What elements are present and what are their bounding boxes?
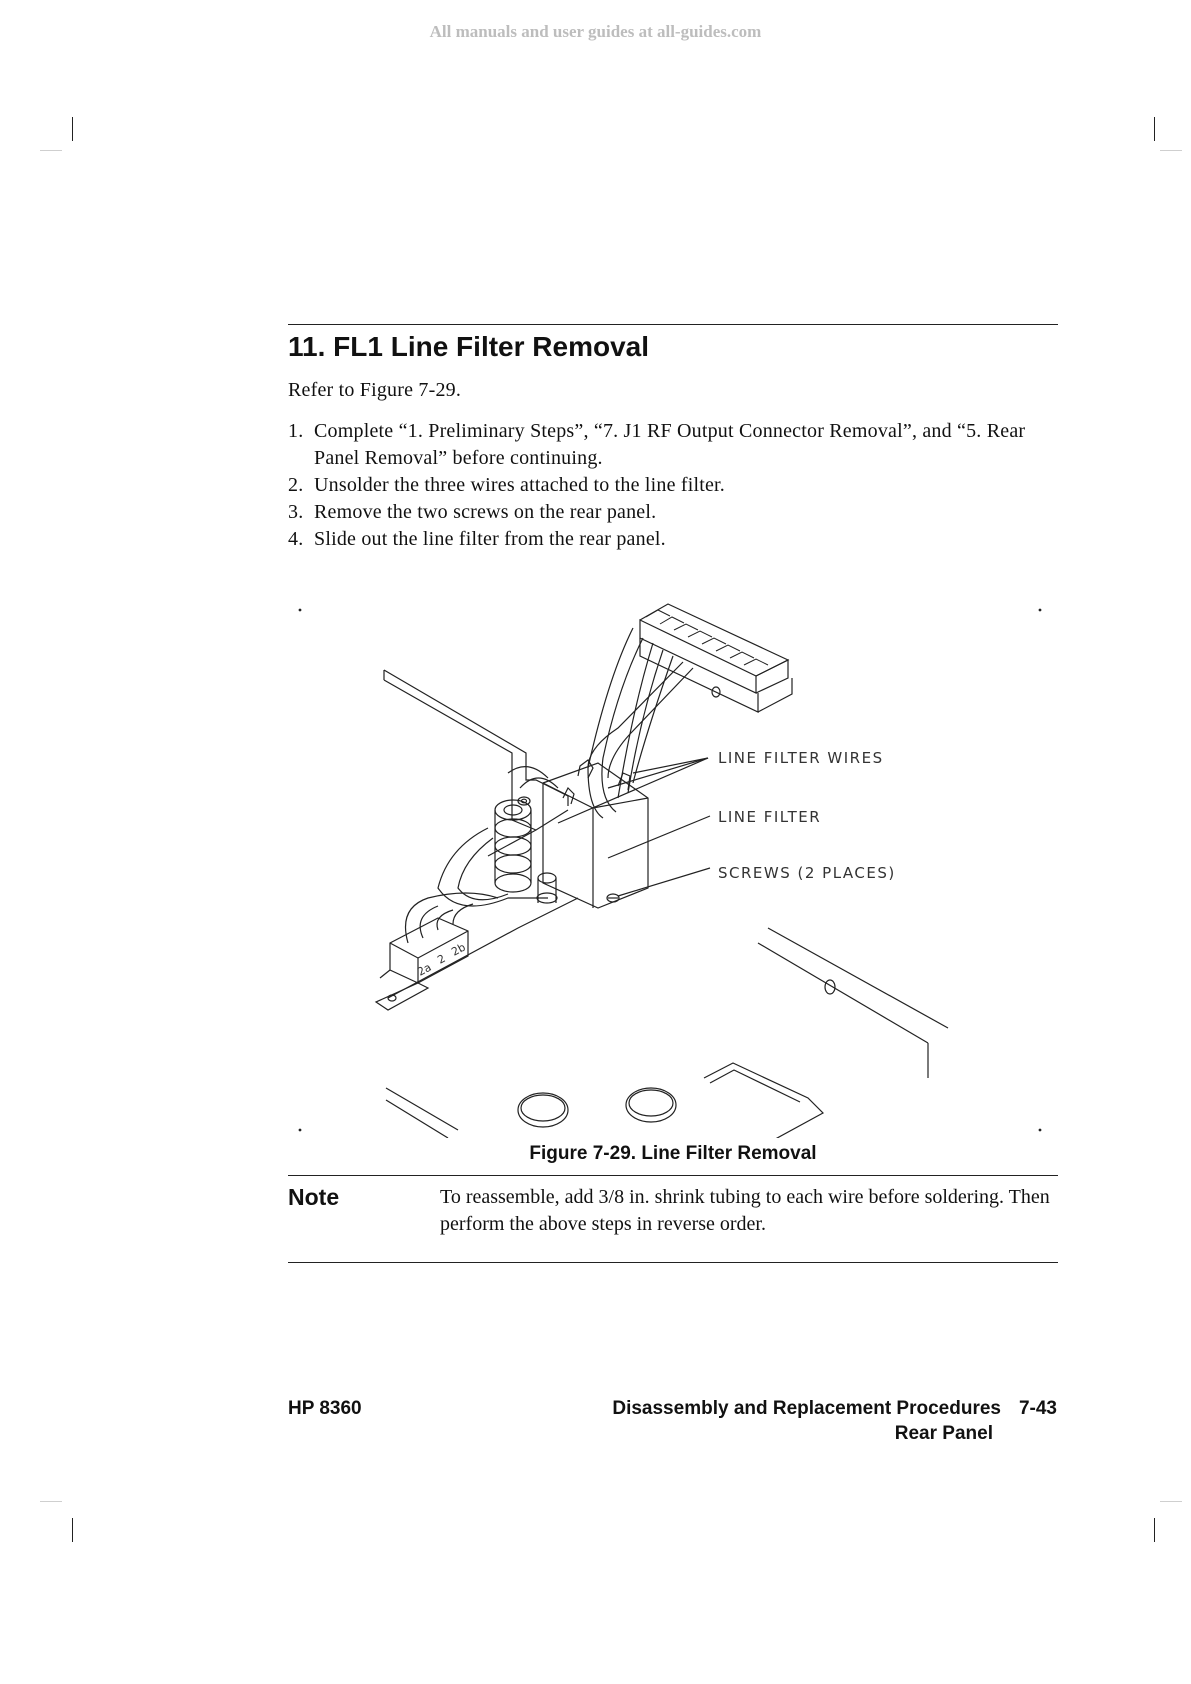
procedure-steps: 1. Complete “1. Preliminary Steps”, “7. J… (288, 418, 1068, 553)
note-top-rule (288, 1175, 1058, 1176)
terminal-label: 2a (415, 961, 433, 979)
note-text: To reassemble, add 3/8 in. shrink tubing… (440, 1186, 1050, 1235)
page-number: 7-43 (1018, 1398, 1057, 1419)
callout-line-filter: LINE FILTER (718, 808, 821, 826)
step-item: 4. Slide out the line filter from the rea… (288, 526, 1068, 553)
note-bottom-rule (288, 1262, 1058, 1263)
step-text: Slide out the line filter from the rear … (314, 528, 666, 550)
step-text: Complete “1. Preliminary Steps”, “7. J1 … (314, 420, 1026, 469)
intro-text: Refer to Figure 7-29. (288, 379, 462, 401)
step-item: 3. Remove the two screws on the rear pane… (288, 499, 1068, 526)
note-label: Note (288, 1184, 340, 1210)
step-text: Remove the two screws on the rear panel. (314, 501, 657, 523)
footer-chapter: Disassembly and Replacement Procedures (612, 1398, 1001, 1419)
footer-chapter-line: Disassembly and Replacement Procedures 7-… (612, 1398, 1057, 1420)
section-heading: 11. FL1 Line Filter Removal (288, 331, 650, 362)
crop-mark (40, 1501, 62, 1502)
step-number: 1. (288, 420, 304, 442)
terminal-label: 2 (435, 952, 447, 967)
step-number: 2. (288, 474, 304, 496)
section-top-rule (288, 324, 1058, 325)
callout-screws: SCREWS (2 PLACES) (718, 864, 896, 882)
crop-mark (1154, 117, 1155, 141)
terminal-label: 2b (449, 941, 467, 959)
step-item: 2. Unsolder the three wires attached to t… (288, 472, 1068, 499)
crop-mark (1160, 1501, 1182, 1502)
callout-line-filter-wires: LINE FILTER WIRES (718, 749, 884, 767)
step-text: Unsolder the three wires attached to the… (314, 474, 726, 496)
crop-mark (1160, 150, 1182, 151)
step-number: 4. (288, 528, 304, 550)
footer-model: HP 8360 (288, 1398, 362, 1419)
line-filter-drawing: LINE FILTER WIRES LINE FILTER SCREWS (2 … (298, 603, 1042, 1144)
footer-subsection: Rear Panel (894, 1423, 993, 1444)
step-item: 1. Complete “1. Preliminary Steps”, “7. J… (288, 418, 1068, 472)
step-number: 3. (288, 501, 304, 523)
figure-caption: Figure 7-29. Line Filter Removal (529, 1143, 817, 1164)
figure-line-filter: LINE FILTER WIRES LINE FILTER SCREWS (2 … (288, 598, 1058, 1144)
crop-mark (40, 150, 62, 151)
watermark: All manuals and user guides at all-guide… (429, 22, 762, 41)
crop-mark (1154, 1518, 1155, 1542)
crop-mark (72, 117, 73, 141)
crop-mark (72, 1518, 73, 1542)
